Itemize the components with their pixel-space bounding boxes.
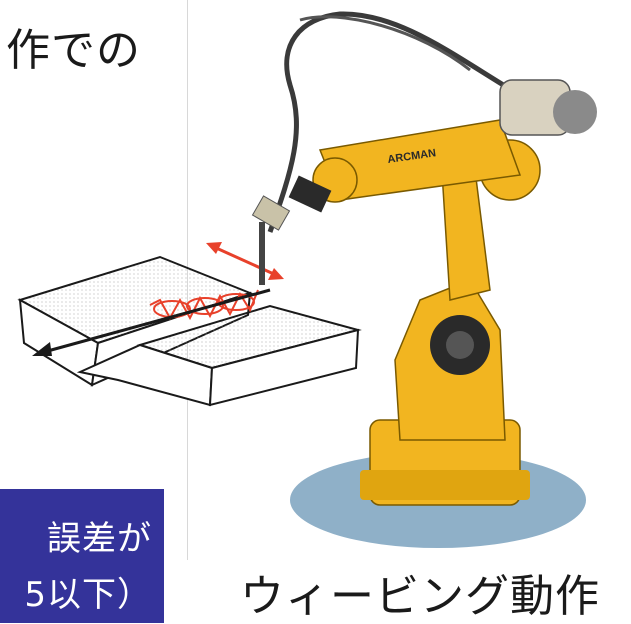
note-line-2: 5以下）	[24, 575, 152, 615]
top-heading-fragment: 作での	[6, 25, 141, 76]
weave-direction-arrow	[206, 242, 284, 280]
travel-direction-arrow	[32, 288, 271, 356]
caption-weaving-motion: ウィービング動作	[240, 571, 600, 622]
note-box: 誤差が 5以下）	[0, 489, 164, 623]
note-line-1: 誤差が	[47, 519, 152, 559]
weld-plate-right	[76, 304, 362, 407]
robot-arm	[251, 11, 597, 506]
